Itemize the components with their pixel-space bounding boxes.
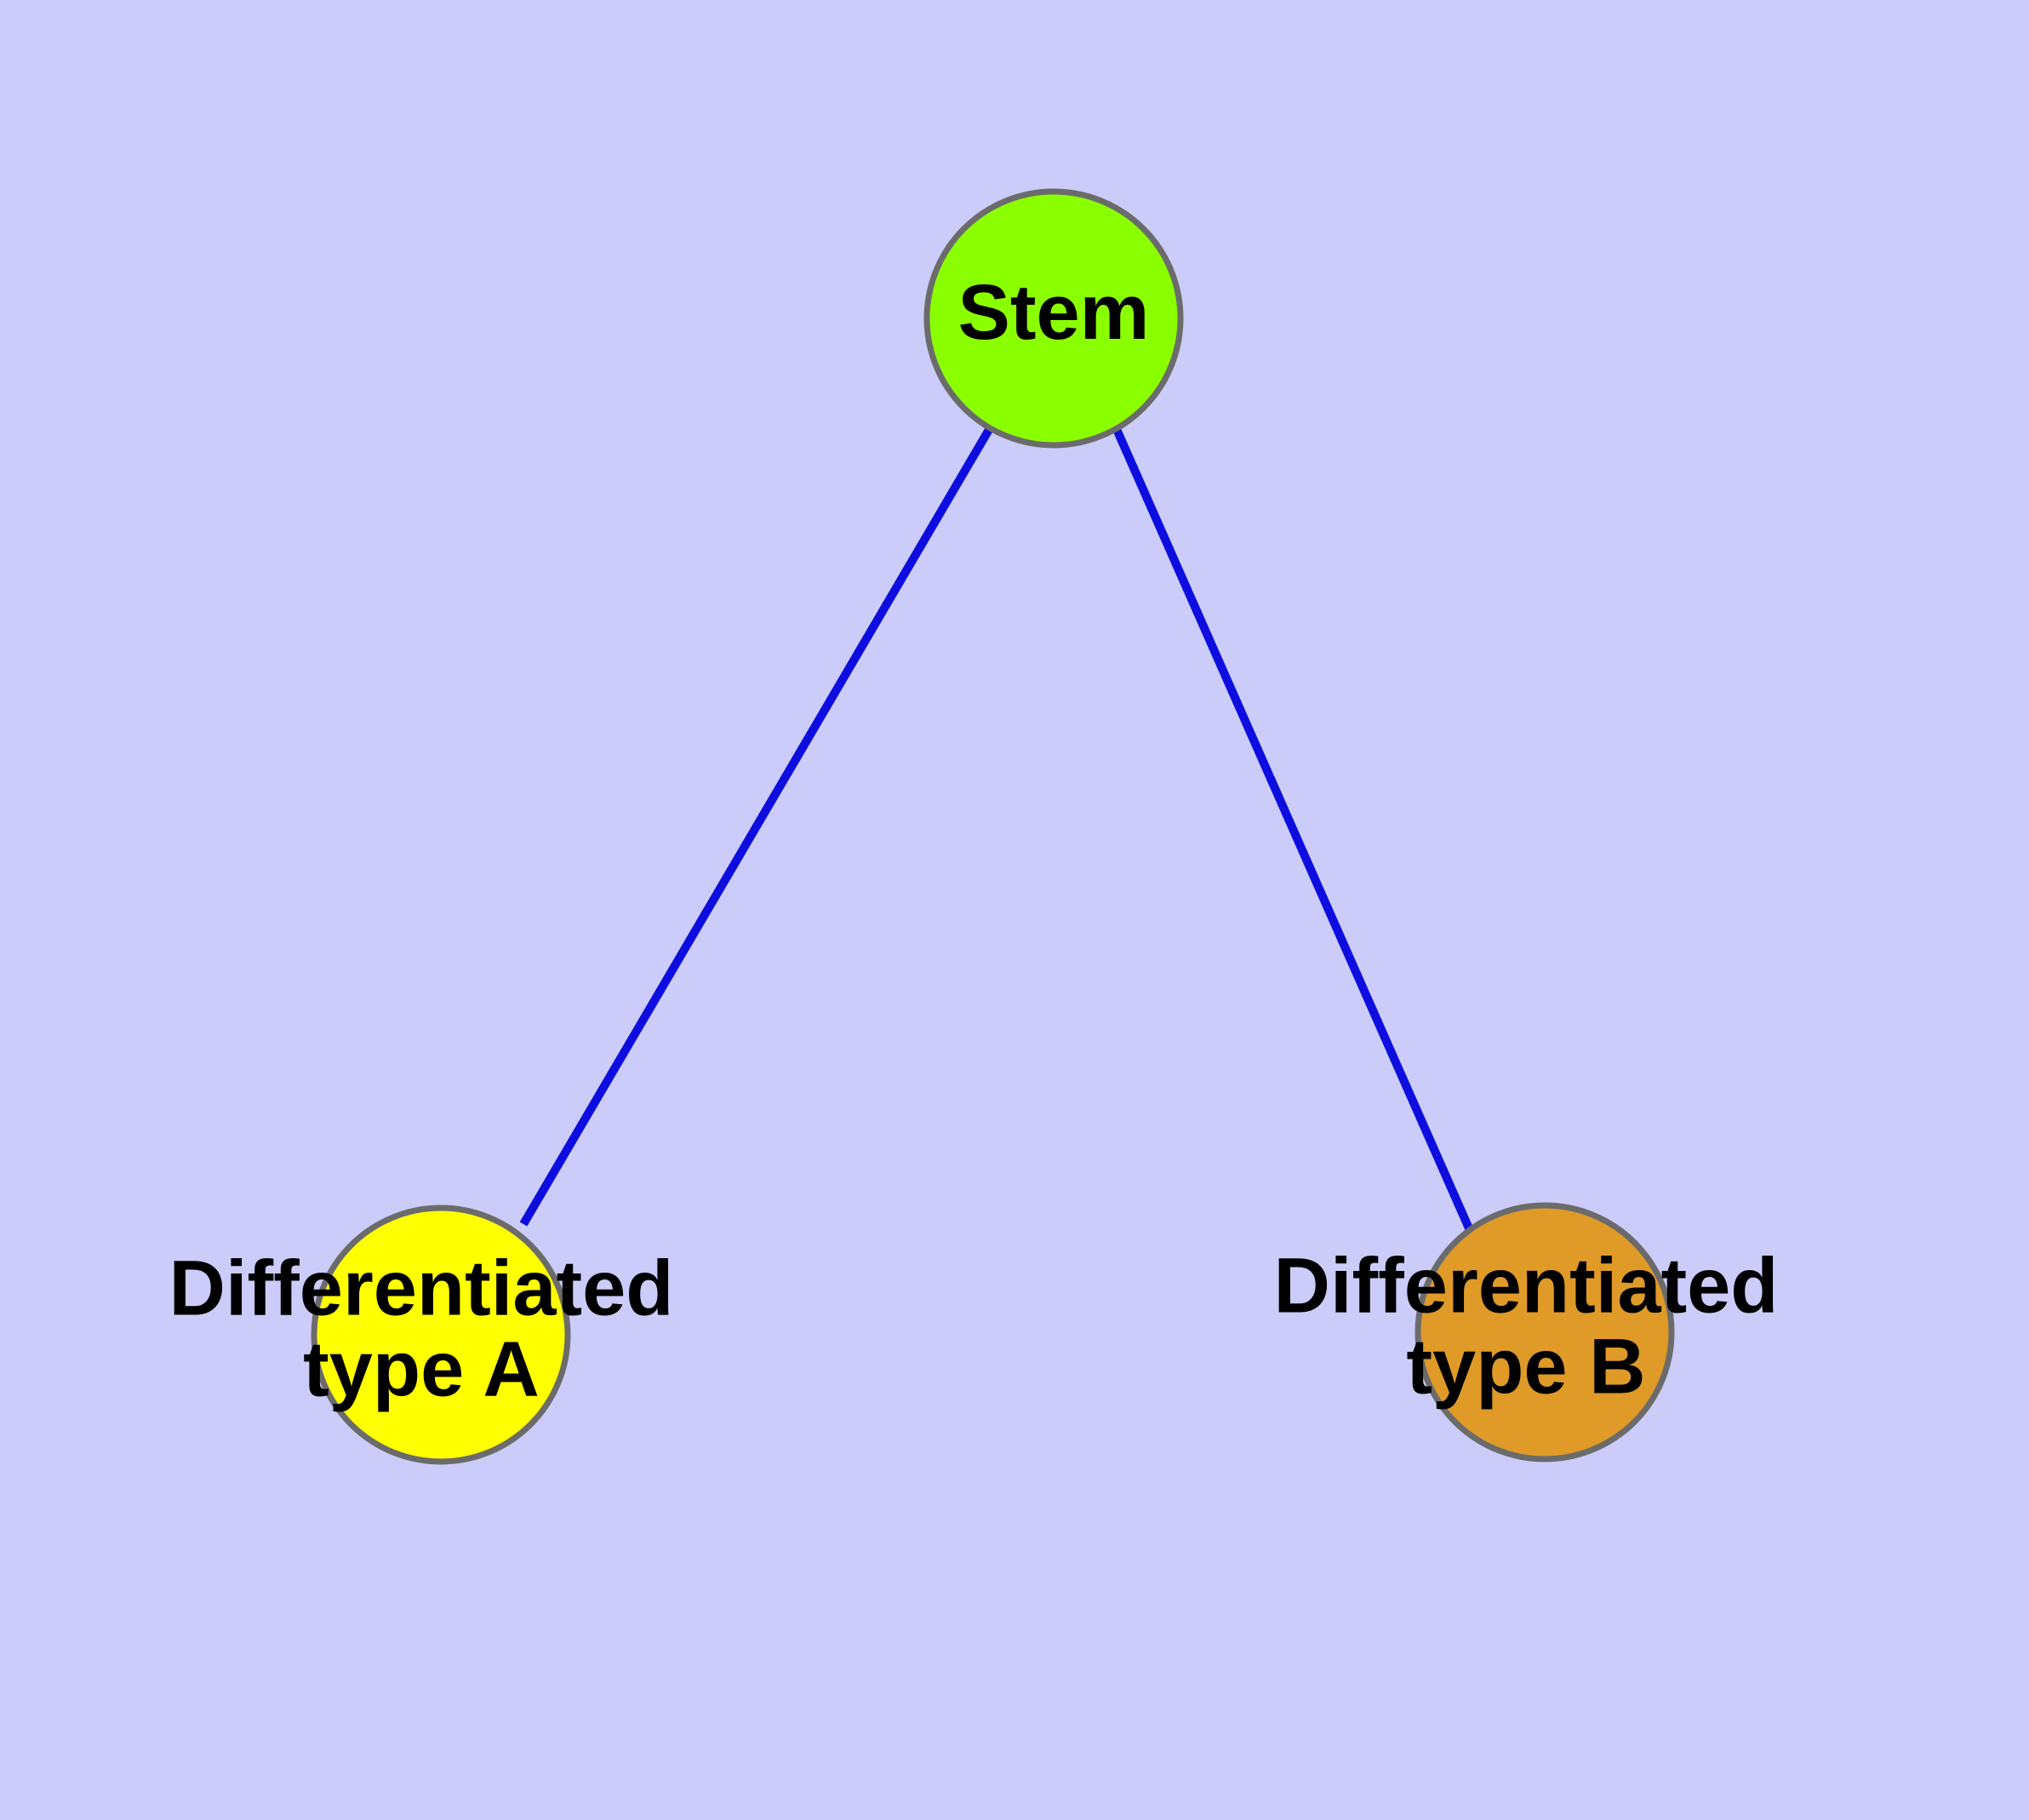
graph-node-diff-a[interactable] (311, 1205, 571, 1465)
graph-edge-stem-to-diff-b[interactable] (1112, 425, 1473, 1231)
graph-node-label-line: Differentiated (169, 1245, 674, 1332)
graph-node-label-line: type A (303, 1326, 540, 1413)
graph-node-label-line: Stem (958, 269, 1150, 356)
graph-node-label-line: Differentiated (1274, 1243, 1779, 1330)
graph-node-stem[interactable] (923, 188, 1184, 449)
graph-node-label-line: type B (1406, 1324, 1645, 1411)
edges-layer (519, 425, 1473, 1231)
nodes-layer (311, 188, 1675, 1465)
graph-node-diff-b[interactable] (1415, 1202, 1675, 1462)
graph-edge-stem-to-diff-a[interactable] (519, 426, 994, 1227)
graph-node-label-stem: Stem (958, 269, 1150, 356)
